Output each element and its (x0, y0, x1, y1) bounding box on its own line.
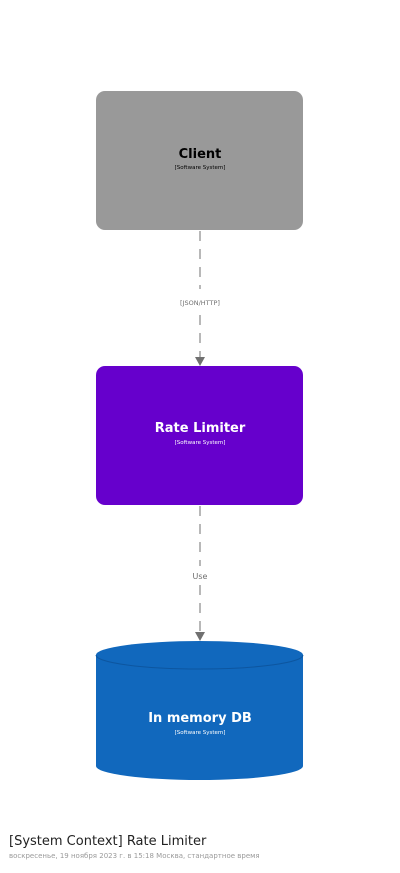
relationship-client-to-rate-limiter[interactable]: [JSON/HTTP] (180, 231, 220, 366)
element-client[interactable]: Client [Software System] (96, 91, 303, 230)
relationship-rate-limiter-to-db[interactable]: Use (193, 506, 208, 641)
client-box (96, 91, 303, 230)
diagram-title: [System Context] Rate Limiter (9, 834, 207, 849)
arrowhead-icon (195, 357, 205, 366)
rate-limiter-box (96, 366, 303, 505)
relationship-label-json-http: [JSON/HTTP] (180, 299, 220, 307)
element-in-memory-db[interactable]: In memory DB [Software System] (95, 641, 304, 780)
db-type: [Software System] (175, 730, 226, 736)
diagram-footer: [System Context] Rate Limiter воскресень… (9, 834, 394, 861)
rate-limiter-name: Rate Limiter (155, 421, 246, 436)
db-cylinder-body (96, 655, 303, 780)
relationship-label-use: Use (193, 572, 208, 581)
db-cylinder-top (96, 641, 303, 669)
client-name: Client (179, 147, 222, 162)
element-rate-limiter[interactable]: Rate Limiter [Software System] (96, 366, 303, 505)
db-cylinder-rim (95, 654, 304, 670)
arrowhead-icon (195, 632, 205, 641)
rate-limiter-type: [Software System] (175, 440, 226, 446)
db-name: In memory DB (148, 711, 252, 726)
diagram-timestamp: воскресенье, 19 ноября 2023 г. в 15:18 М… (9, 852, 260, 860)
client-type: [Software System] (175, 165, 226, 171)
